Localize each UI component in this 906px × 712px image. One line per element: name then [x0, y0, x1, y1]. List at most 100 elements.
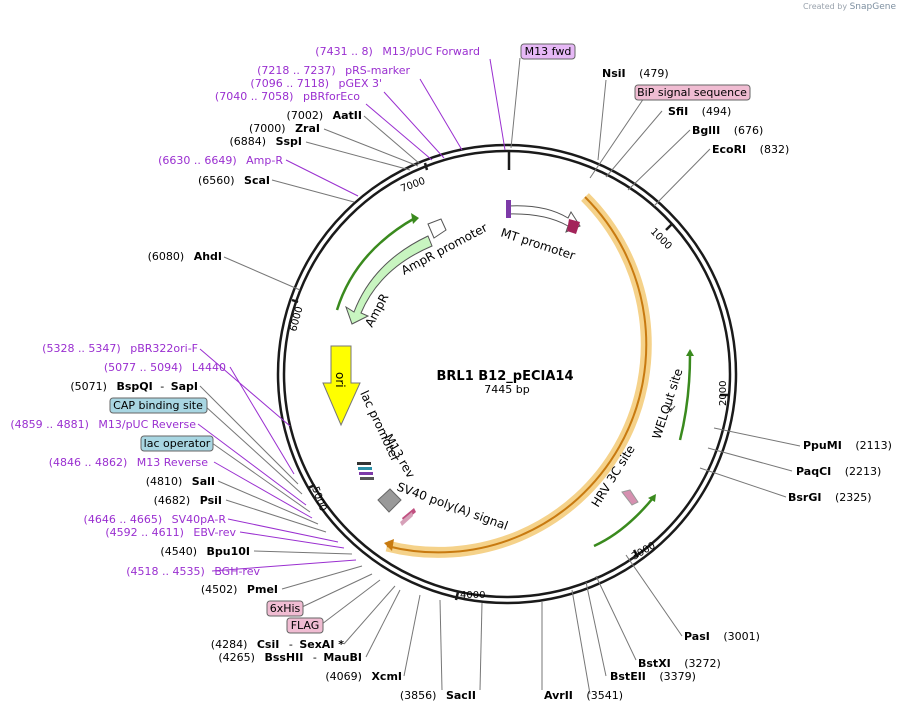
name-xcmi: XcmI: [371, 670, 402, 683]
pos-amp-r: (6630 .. 6649): [158, 154, 237, 167]
pos-bsrgi: (2325): [835, 491, 872, 504]
label-sspi: (6884) SspI: [229, 135, 302, 148]
pos-pmei: (4502): [201, 583, 238, 596]
cds-line-2-head: [648, 494, 656, 502]
label-sacii: (3856) SacII: [400, 689, 476, 702]
box-flag: FLAG: [286, 617, 324, 634]
label-csii-sexai: (4284) CsiI - SexAI *: [211, 638, 344, 651]
pos-sacii: (3856): [400, 689, 437, 702]
flag-marker: [400, 512, 413, 526]
pos-aatii: (7002): [287, 109, 324, 122]
name-maubi: MauBI: [323, 651, 362, 664]
pos-bsshii: (4265): [218, 651, 255, 664]
pos-pbr322ori-f: (5328 .. 5347): [42, 342, 121, 355]
tick-4000: [454, 591, 460, 601]
pos-ppumi: (2113): [855, 439, 892, 452]
label-pbrforeco: (7040 .. 7058) pBRforEco: [215, 90, 360, 103]
name-sacii: SacII: [446, 689, 476, 702]
pos-bspqi: (5071): [70, 380, 107, 393]
pos-pgex3: (7096 .. 7118): [250, 77, 329, 90]
tick-marks: [291, 152, 728, 601]
label-ebv-rev: (4592 .. 4611) EBV-rev: [105, 526, 236, 539]
name-zrai: ZraI: [295, 122, 320, 135]
pos-m13-puc-forward: (7431 .. 8): [315, 45, 373, 58]
pos-ebv-rev: (4592 .. 4611): [105, 526, 184, 539]
m13-rev-marker: [359, 472, 373, 475]
backbone-outer: [276, 143, 738, 605]
pos-bpu10i: (4540): [160, 545, 197, 558]
pos-psii: (4682): [154, 494, 191, 507]
mt-promoter-label: MT promoter: [499, 226, 577, 263]
tick-label-5000: 5000: [309, 485, 328, 513]
plasmid-name: BRL1 B12_pECIA14: [437, 369, 574, 384]
label-pasi: PasI (3001): [684, 630, 760, 643]
name-pbrforeco: pBRforEco: [303, 90, 360, 103]
cds-line-2: [593, 497, 654, 548]
tick-label-6000: 6000: [288, 305, 305, 332]
label-bsrgi: BsrGI (2325): [788, 491, 872, 504]
brand-prefix: Created by: [803, 2, 848, 11]
name-pgex3: pGEX 3': [338, 77, 382, 90]
pos-sfii: (494): [702, 105, 732, 118]
label-bstxi: BstXI (3272): [638, 657, 721, 670]
sv40-polya-marker: [377, 488, 402, 513]
label-avrii: AvrII (3541): [544, 689, 623, 702]
pos-scai: (6560): [198, 174, 235, 187]
pos-sali: (4810): [146, 475, 183, 488]
tick-7000: [423, 162, 429, 171]
pos-nsii: (479): [639, 67, 669, 80]
pos-bgh-rev: (4518 .. 4535): [126, 565, 205, 578]
label-sv40pa-r: (4646 .. 4665) SV40pA-R: [84, 513, 227, 526]
welqut-marker: [666, 403, 676, 413]
pos-paqci: (2213): [845, 465, 882, 478]
pos-csii: (4284): [211, 638, 248, 651]
label-pmei: (4502) PmeI: [201, 583, 278, 596]
label-bsteii: BstEII (3379): [610, 670, 696, 683]
label-sfii: SfiI (494): [668, 105, 731, 118]
orf-line: [386, 196, 648, 554]
pos-avrii: (3541): [586, 689, 623, 702]
label-bspqi-sapi: (5071) BspQI - SapI: [70, 380, 198, 393]
pos-bglii: (676): [734, 124, 764, 137]
welqut-label: WELQut site: [650, 367, 686, 441]
pos-m13-reverse: (4846 .. 4862): [49, 456, 128, 469]
pos-zrai: (7000): [249, 122, 286, 135]
name-bsteii: BstEII: [610, 670, 646, 683]
label-nsii: NsiI (479): [602, 67, 669, 80]
bip-marker: [567, 219, 580, 234]
ampr-promoter-arrow: [427, 218, 447, 239]
label-bgh-rev: (4518 .. 4535) BGH-rev: [126, 565, 260, 578]
pos-pbrforeco: (7040 .. 7058): [215, 90, 294, 103]
tick-label-7000: 7000: [399, 176, 427, 195]
pos-sspi: (6884): [229, 135, 266, 148]
sv40-label: SV40 poly(A) signal: [395, 480, 510, 533]
name-bstxi: BstXI: [638, 657, 671, 670]
name-scai: ScaI: [244, 174, 270, 187]
name-pasi: PasI: [684, 630, 710, 643]
name-pmei: PmeI: [247, 583, 278, 596]
name-bsrgi: BsrGI: [788, 491, 821, 504]
tick-1000: [665, 223, 673, 231]
ori-label: ori: [333, 372, 347, 388]
plasmid-length: 7445 bp: [484, 383, 529, 396]
tick-label-3000: 3000: [630, 540, 658, 562]
name-sexai: SexAI *: [299, 638, 344, 651]
cds-line-1-head: [686, 349, 694, 356]
label-pgex3: (7096 .. 7118) pGEX 3': [250, 77, 382, 90]
name-l4440: L4440: [192, 361, 226, 374]
label-xcmi: (4069) XcmI: [325, 670, 402, 683]
hrv3c-marker: [621, 489, 639, 506]
label-scai: (6560) ScaI: [198, 174, 270, 187]
name-ahdi: AhdI: [194, 250, 222, 263]
name-paqci: PaqCI: [796, 465, 831, 478]
pos-xcmi: (4069): [325, 670, 362, 683]
lac-operator-text: lac operator: [144, 437, 211, 450]
name-sv40pa-r: SV40pA-R: [172, 513, 227, 526]
name-psii: PsiI: [200, 494, 222, 507]
box-lac-operator: lac operator: [140, 435, 214, 452]
name-sapi: SapI: [171, 380, 198, 393]
orf-arrowhead: [384, 539, 394, 551]
label-sali: (4810) SalI: [146, 475, 215, 488]
tick-3000: [632, 549, 640, 558]
